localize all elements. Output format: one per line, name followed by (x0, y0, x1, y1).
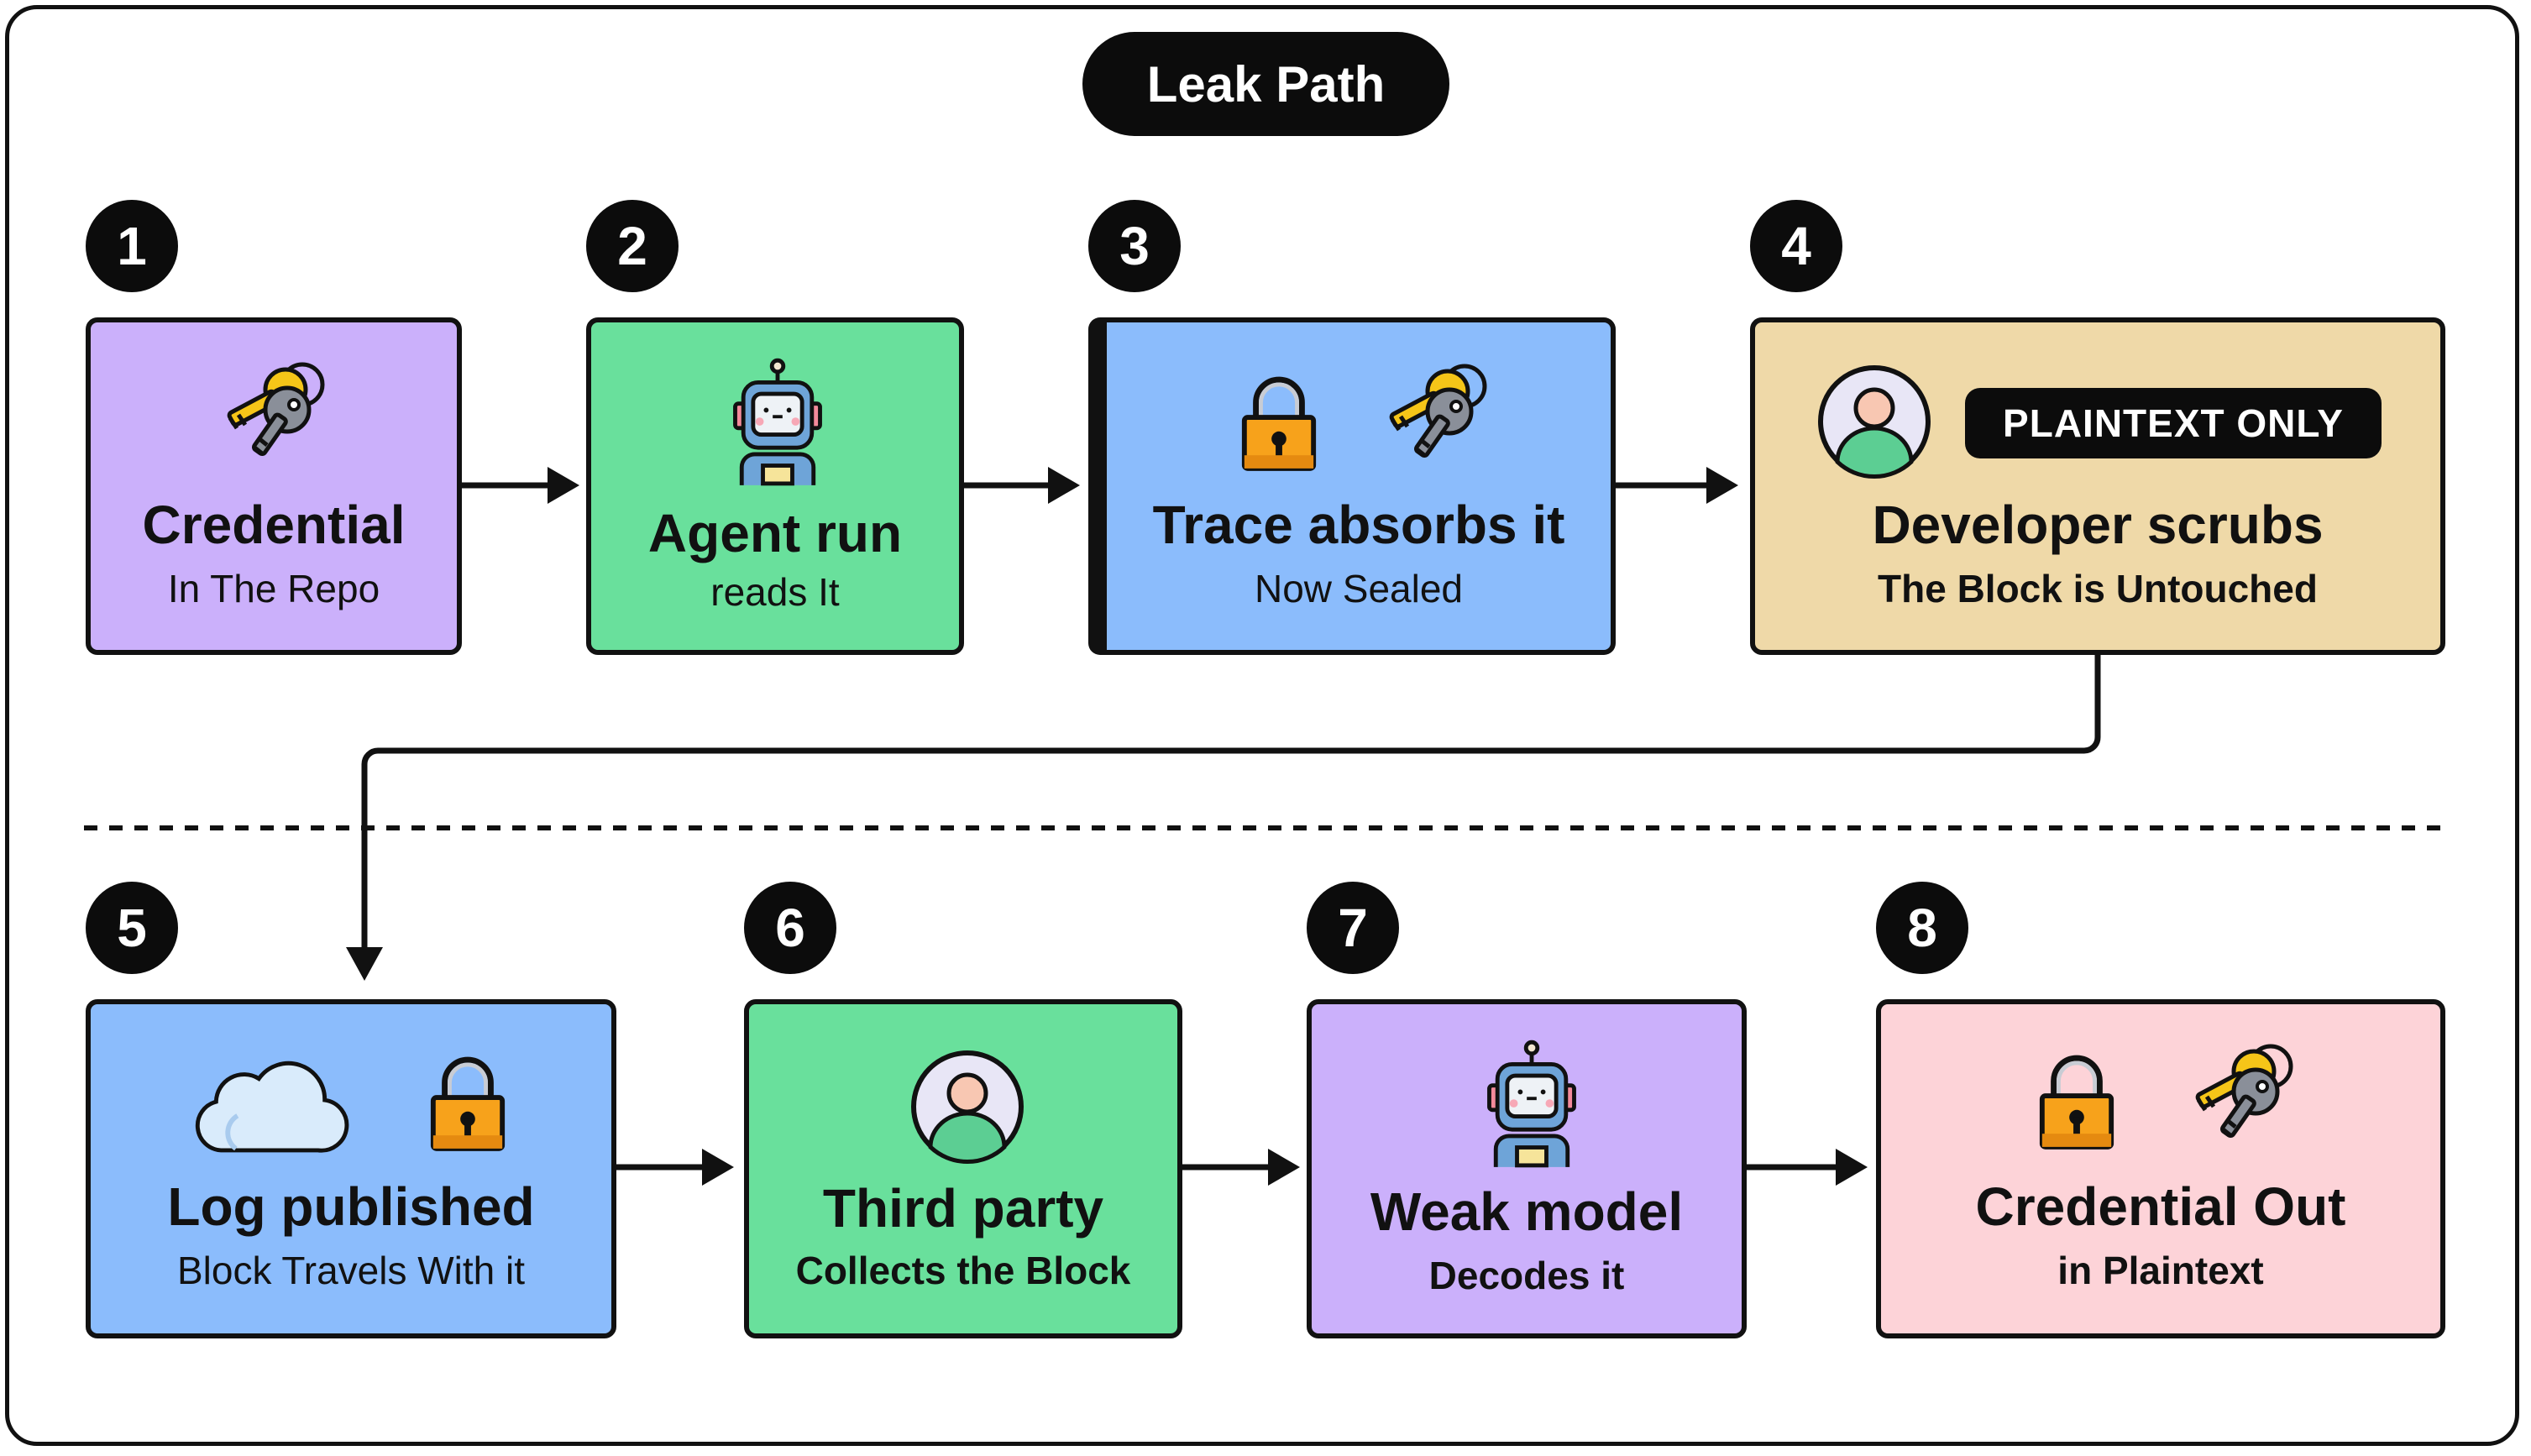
step-subtitle: Now Sealed (1254, 567, 1464, 610)
padlock-icon (1238, 373, 1320, 472)
cloud-icon (188, 1051, 353, 1159)
step-subtitle: Decodes it (1428, 1254, 1625, 1297)
key-icon (2183, 1038, 2301, 1155)
step-subtitle: Collects the Block (795, 1249, 1131, 1292)
robot-icon (1475, 1040, 1589, 1171)
step-number-badge: 4 (1750, 200, 1842, 292)
step-number-badge: 1 (86, 200, 178, 292)
step-subtitle: Block Travels With it (176, 1249, 526, 1292)
plaintext-only-tag: PLAINTEXT ONLY (1965, 388, 2382, 458)
step-number-badge: 8 (1876, 882, 1968, 974)
key-icon (1377, 358, 1495, 475)
step-card-8: Credential Out in Plaintext (1876, 999, 2445, 1338)
step-number-badge: 2 (586, 200, 679, 292)
step-title: Log published (167, 1176, 535, 1237)
arrow-4-5 (361, 653, 2101, 956)
step-subtitle: reads It (710, 570, 840, 614)
step-number-badge: 7 (1307, 882, 1399, 974)
step-subtitle: In The Repo (167, 567, 380, 610)
step-title: Credential Out (1975, 1176, 2346, 1237)
padlock-icon (427, 1053, 509, 1152)
step-title: Trace absorbs it (1152, 495, 1565, 555)
step-number-badge: 3 (1088, 200, 1181, 292)
step-card-7: Weak model Decodes it (1307, 999, 1747, 1338)
step-title: Credential (142, 495, 406, 555)
key-icon (215, 356, 333, 474)
person-icon (1816, 363, 1933, 480)
step-number-badge: 5 (86, 882, 178, 974)
step-subtitle: in Plaintext (2057, 1249, 2264, 1292)
step-title: Developer scrubs (1872, 495, 2324, 555)
step-number-badge: 6 (744, 882, 836, 974)
step-title: Third party (822, 1178, 1104, 1239)
step-card-6: Third party Collects the Block (744, 999, 1182, 1338)
step-card-1: Credential In The Repo (86, 317, 462, 655)
padlock-icon (2036, 1051, 2118, 1150)
step-card-4: PLAINTEXT ONLY Developer scrubs The Bloc… (1750, 317, 2445, 655)
diagram-title: Leak Path (1082, 32, 1449, 136)
step-title: Weak model (1370, 1181, 1684, 1242)
robot-icon (721, 358, 835, 489)
step-card-5: Log published Block Travels With it (86, 999, 616, 1338)
person-icon (909, 1048, 1026, 1165)
step-subtitle: The Block is Untouched (1878, 567, 2318, 610)
step-card-3: Trace absorbs it Now Sealed (1088, 317, 1616, 655)
step-card-2: Agent run reads It (586, 317, 964, 655)
step-title: Agent run (647, 503, 903, 563)
